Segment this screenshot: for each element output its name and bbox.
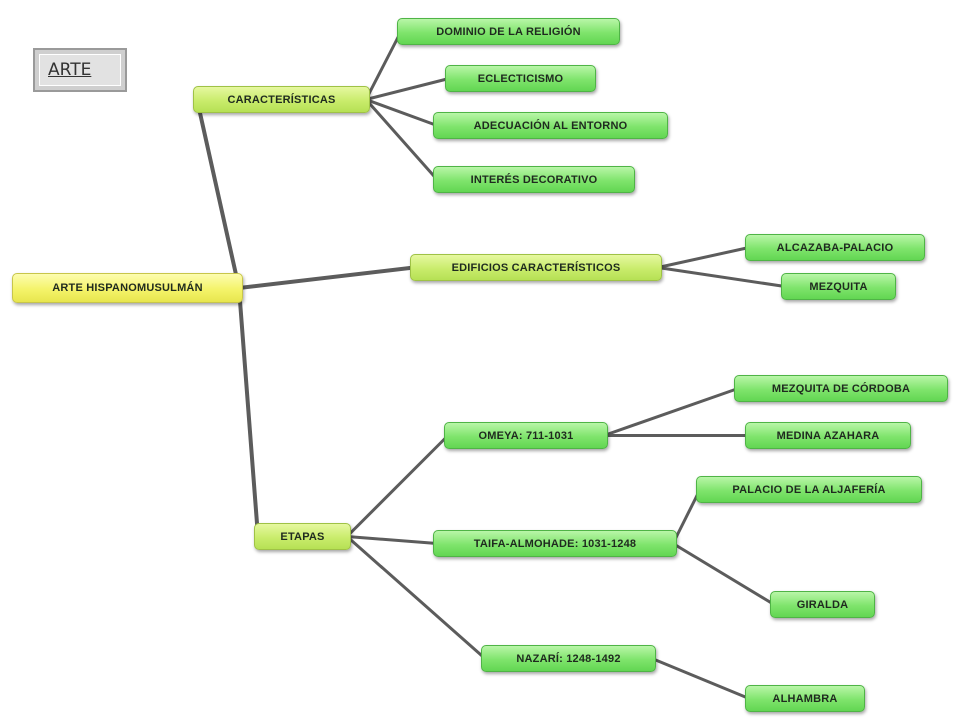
connector-root-etapas (237, 286, 260, 539)
connector-taifa-giralda (671, 542, 776, 606)
connector-omeya-mezquita_cordoba (602, 387, 740, 437)
connector-taifa-aljaferia (671, 488, 702, 545)
node-edificios-caracteristicos[interactable]: EDIFICIOS CARACTERÍSTICOS (410, 254, 662, 281)
connector-root-caracteristicas (195, 97, 241, 290)
node-arte-hispanomusulman[interactable]: ARTE HISPANOMUSULMÁN (12, 273, 243, 303)
connector-edificios-mezquita (656, 266, 787, 288)
connector-root-edificios (237, 265, 416, 290)
node-eclecticismo[interactable]: ECLECTICISMO (445, 65, 596, 92)
node-mezquita-de-cordoba[interactable]: MEZQUITA DE CÓRDOBA (734, 375, 948, 402)
node-palacio-de-la-aljaferia[interactable]: PALACIO DE LA ALJAFERÍA (696, 476, 922, 503)
node-alcazaba-palacio[interactable]: ALCAZABA-PALACIO (745, 234, 925, 261)
connector-caracteristicas-eclecticismo (364, 77, 451, 101)
node-omeya[interactable]: OMEYA: 711-1031 (444, 422, 608, 449)
node-interes-decorativo[interactable]: INTERÉS DECORATIVO (433, 166, 635, 193)
node-etapas[interactable]: ETAPAS (254, 523, 351, 550)
connector-etapas-taifa (345, 535, 439, 545)
connector-edificios-alcazaba (656, 246, 751, 269)
node-nazari[interactable]: NAZARÍ: 1248-1492 (481, 645, 656, 672)
node-caracteristicas[interactable]: CARACTERÍSTICAS (193, 86, 370, 113)
connector-caracteristicas-dominio (364, 30, 403, 101)
connector-nazari-alhambra (650, 657, 751, 700)
node-taifa-almohade[interactable]: TAIFA-ALMOHADE: 1031-1248 (433, 530, 677, 557)
arte-button[interactable]: ARTE (33, 48, 127, 92)
node-dominio-de-la-religion[interactable]: DOMINIO DE LA RELIGIÓN (397, 18, 620, 45)
node-alhambra[interactable]: ALHAMBRA (745, 685, 865, 712)
connector-caracteristicas-interes (364, 98, 439, 181)
arte-button-label[interactable]: ARTE (39, 54, 121, 86)
connector-etapas-omeya (345, 434, 450, 538)
node-giralda[interactable]: GIRALDA (770, 591, 875, 618)
connector-etapas-nazari (345, 535, 487, 660)
node-medina-azahara[interactable]: MEDINA AZAHARA (745, 422, 911, 449)
node-mezquita[interactable]: MEZQUITA (781, 273, 896, 300)
node-adecuacion-al-entorno[interactable]: ADECUACIÓN AL ENTORNO (433, 112, 668, 139)
connector-caracteristicas-adecuacion (364, 98, 439, 127)
